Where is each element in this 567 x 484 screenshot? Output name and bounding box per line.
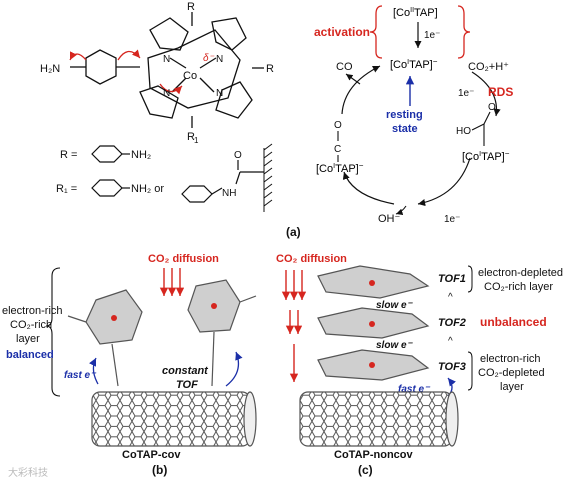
nitrogen-label-1: N xyxy=(163,54,170,65)
panel-b-left-line-1: electron-rich xyxy=(2,305,63,317)
carboxyl-species: [CoITAP]− xyxy=(462,149,510,163)
r-phenyl-ring xyxy=(91,145,123,163)
rds-label: RDS xyxy=(488,85,513,99)
panel-b-label: (b) xyxy=(152,463,167,477)
nitrogen-label-4: N xyxy=(216,88,223,99)
r1-phenyl-ring-1 xyxy=(91,179,123,197)
panel-c-co-center-1 xyxy=(369,280,375,286)
panel-c-bottom-line-3: layer xyxy=(500,381,524,393)
carbonyl-species: [CoITAP]− xyxy=(316,161,364,175)
panel-b-fast-e: fast e⁻ xyxy=(64,370,97,381)
watermark: 大彩科技 xyxy=(8,466,48,479)
amide-o-label: O xyxy=(234,150,242,161)
porphyrin-structure xyxy=(70,12,264,128)
meso-bottom-subscript: 1 xyxy=(194,136,199,145)
cycle-top-species: [CoIITAP] xyxy=(393,7,438,19)
cycle-arc-protonation xyxy=(417,157,471,207)
panel-c-bottom-line-2: CO₂-depleted xyxy=(478,367,545,379)
r1-group-label: NH₂ or xyxy=(131,183,164,195)
panel-c-ge-1: ^ xyxy=(448,292,453,303)
cycle-arc-oh-release xyxy=(342,171,395,205)
r-definition-label: R = xyxy=(60,149,77,161)
rds-electron: 1e⁻ xyxy=(458,88,474,99)
delta-charge-label: δ⁻ xyxy=(203,53,215,64)
resting-state-line-1: resting xyxy=(386,109,423,121)
panel-b-co2-diffusion: CO₂ diffusion xyxy=(148,253,219,265)
electron-push-arrow-2 xyxy=(69,51,87,61)
co-out-arrow xyxy=(345,73,361,85)
nitrogen-label-2: N xyxy=(216,54,223,65)
meso-right-label: R xyxy=(266,63,274,75)
panel-c-co-center-3 xyxy=(369,362,375,368)
electron-push-arrow-3 xyxy=(159,83,183,95)
panel-b-left-line-3: layer xyxy=(16,333,40,345)
carbonyl-o-label: O xyxy=(334,120,342,131)
panel-c-top-line-2: CO₂-rich layer xyxy=(484,281,553,293)
r-group-label: NH₂ xyxy=(131,149,151,161)
panel-b-brace xyxy=(45,267,61,397)
meso-bottom-label: R xyxy=(187,131,195,143)
panel-c-ge-2: ^ xyxy=(448,336,453,347)
panel-c-co-center-2 xyxy=(369,321,375,327)
co2-in-label: CO₂+H⁺ xyxy=(468,61,509,73)
panel-b-fast-e-arrow xyxy=(89,357,99,385)
panel-c-bottom-brace xyxy=(467,351,473,391)
electron-push-arrow-1 xyxy=(117,49,141,61)
panel-b-electron-arrow-2 xyxy=(225,351,243,387)
panel-c-name: CoTAP-noncov xyxy=(334,449,414,461)
panel-b-constant: constant xyxy=(162,365,209,377)
panel-b-tof: TOF xyxy=(176,379,198,391)
panel-c-tof1: TOF1 xyxy=(438,273,466,285)
panel-c-slow-e-1: slow e⁻ xyxy=(376,300,414,311)
panel-c-slow-e-2: slow e⁻ xyxy=(376,340,414,351)
panel-b-balanced: balanced xyxy=(6,349,54,361)
oh-out-arrow xyxy=(395,205,407,216)
panel-c-fast-e: fast e⁻ xyxy=(398,384,431,395)
carbonyl-c-label: C xyxy=(334,144,341,155)
panel-c-bottom-line-1: electron-rich xyxy=(480,353,541,365)
co-out-label: CO xyxy=(336,61,353,73)
panel-b-diffusion-arrows xyxy=(159,268,185,296)
panel-c-tof2: TOF2 xyxy=(438,317,466,329)
panel-b-left-line-2: CO₂-rich xyxy=(10,319,52,331)
cycle-center-species: [CoITAP]− xyxy=(390,57,438,71)
surface-hatch xyxy=(263,143,273,212)
panel-c-top-line-1: electron-depleted xyxy=(478,267,563,279)
panel-b-co-center-2 xyxy=(211,303,217,309)
activation-label: activation xyxy=(314,25,370,39)
amide-nh-label: NH xyxy=(222,188,236,199)
panel-c-unbalanced: unbalanced xyxy=(480,315,547,329)
bottom-electron: 1e⁻ xyxy=(444,214,460,225)
cobalt-label: Co xyxy=(183,70,197,82)
panel-c-diffusion-arrows xyxy=(281,270,307,382)
activation-electron: 1e⁻ xyxy=(424,30,440,41)
panel-c-tof3: TOF3 xyxy=(438,361,466,373)
cycle-arc-co2-binding xyxy=(471,71,501,117)
amine-label: H₂N xyxy=(40,63,60,75)
panel-a-label: (a) xyxy=(286,225,301,239)
carboxyl-o-label: O xyxy=(488,102,496,113)
resting-state-line-2: state xyxy=(392,123,418,135)
nitrogen-label-3: N xyxy=(163,88,170,99)
panel-b-name: CoTAP-cov xyxy=(122,449,181,461)
panel-c-co2-diffusion: CO₂ diffusion xyxy=(276,253,347,265)
activation-brace xyxy=(369,5,471,59)
oh-out-label: OH⁻ xyxy=(378,213,401,225)
cycle-arc-co-release xyxy=(341,65,381,115)
r1-phenyl-ring-2 xyxy=(181,185,213,203)
meso-top-label: R xyxy=(187,1,195,13)
carboxyl-ho-label: HO xyxy=(456,126,471,137)
panel-b-co-center-1 xyxy=(111,315,117,321)
panel-c-carbon-nanotube xyxy=(299,391,459,447)
r1-definition-label: R₁ = xyxy=(56,183,77,195)
panel-c-label: (c) xyxy=(358,463,373,477)
panel-b-carbon-nanotube xyxy=(91,391,257,447)
panel-c-top-brace xyxy=(467,265,473,293)
